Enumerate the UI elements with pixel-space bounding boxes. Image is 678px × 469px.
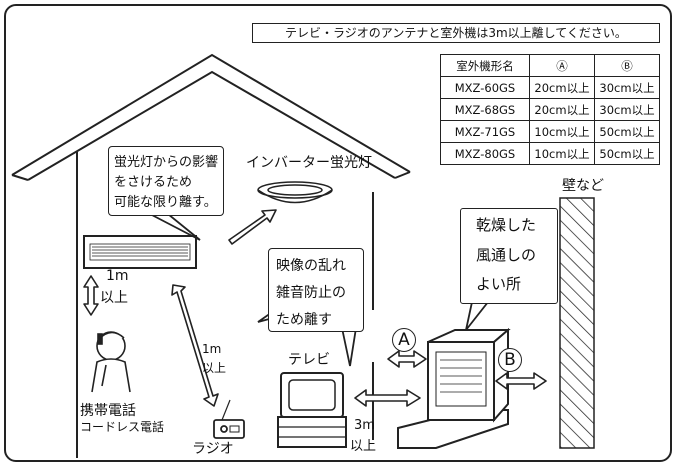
table-cell: 10cm以上 [529,120,595,143]
table-row: MXZ-71GS 10cm以上 50cm以上 [440,120,660,143]
fluorescent-note-line: 可能な限り離す。 [114,195,217,210]
table-cell: 50cm以上 [594,142,660,165]
radio-distance-unit: 以上 [202,361,227,375]
marker-b: B [498,348,522,372]
clearance-table: 室外機形名 Ⓐ Ⓑ MXZ-60GS 20cm以上 30cm以上 MXZ-68G… [440,54,660,165]
person-with-phone [91,331,131,393]
ac-distance-value: 1m [106,268,129,284]
table-header-row: 室外機形名 Ⓐ Ⓑ [440,54,660,77]
outdoor-unit [397,327,511,449]
interference-bubble [268,248,364,332]
indoor-unit [83,235,197,269]
table-cell: 20cm以上 [529,98,595,121]
table-cell: MXZ-80GS [440,142,530,165]
diagram-frame [4,4,672,462]
table-cell: 30cm以上 [594,98,660,121]
antenna-distance-notice: テレビ・ラジオのアンテナと室外機は3m以上離してください。 [252,23,660,43]
table-header: Ⓑ [594,54,660,77]
table-cell: 20cm以上 [529,76,595,99]
table-cell: MXZ-68GS [440,98,530,121]
table-cell: MXZ-71GS [440,120,530,143]
phone-label: 携帯電話 [80,403,136,419]
table-cell: MXZ-60GS [440,76,530,99]
table-cell: 30cm以上 [594,76,660,99]
table-cell: 10cm以上 [529,142,595,165]
inverter-light-label: インバーター蛍光灯 [246,155,372,171]
interference-line: 映像の乱れ [276,258,346,274]
distance-arrows [83,209,547,407]
outdoor-distance-unit: 以上 [350,439,377,454]
fluorescent-note-line: をさけるため [114,175,193,190]
interference-line: 雑音防止の [276,285,346,301]
radio [213,399,245,439]
dry-place-bubble [460,208,558,304]
house-outline [11,53,411,458]
wall-hatch [559,197,595,449]
cordless-phone-label: コードレス電話 [80,420,165,434]
inverter-fluorescent-light [257,181,333,204]
table-header: Ⓐ [529,54,595,77]
wall-label: 壁など [562,178,604,194]
marker-a: A [392,328,416,352]
dry-place-line: よい所 [476,275,522,293]
tv-label: テレビ [288,352,330,368]
fluorescent-note-bubble [108,146,224,216]
table-row: MXZ-80GS 10cm以上 50cm以上 [440,142,660,165]
table-header: 室外機形名 [440,54,530,77]
ac-distance-unit: 以上 [100,290,128,306]
table-cell: 50cm以上 [594,120,660,143]
dry-place-line: 乾燥した [476,216,537,234]
fluorescent-note-line: 蛍光灯からの影響 [114,155,219,170]
radio-distance-value: 1m [202,342,222,356]
table-row: MXZ-60GS 20cm以上 30cm以上 [440,76,660,99]
interference-line: ため離す [276,312,332,328]
television [277,372,347,448]
outdoor-distance-value: 3m [354,418,375,433]
radio-label: ラジオ [192,441,234,457]
table-row: MXZ-68GS 20cm以上 30cm以上 [440,98,660,121]
dry-place-line: 風通しの [476,246,537,264]
